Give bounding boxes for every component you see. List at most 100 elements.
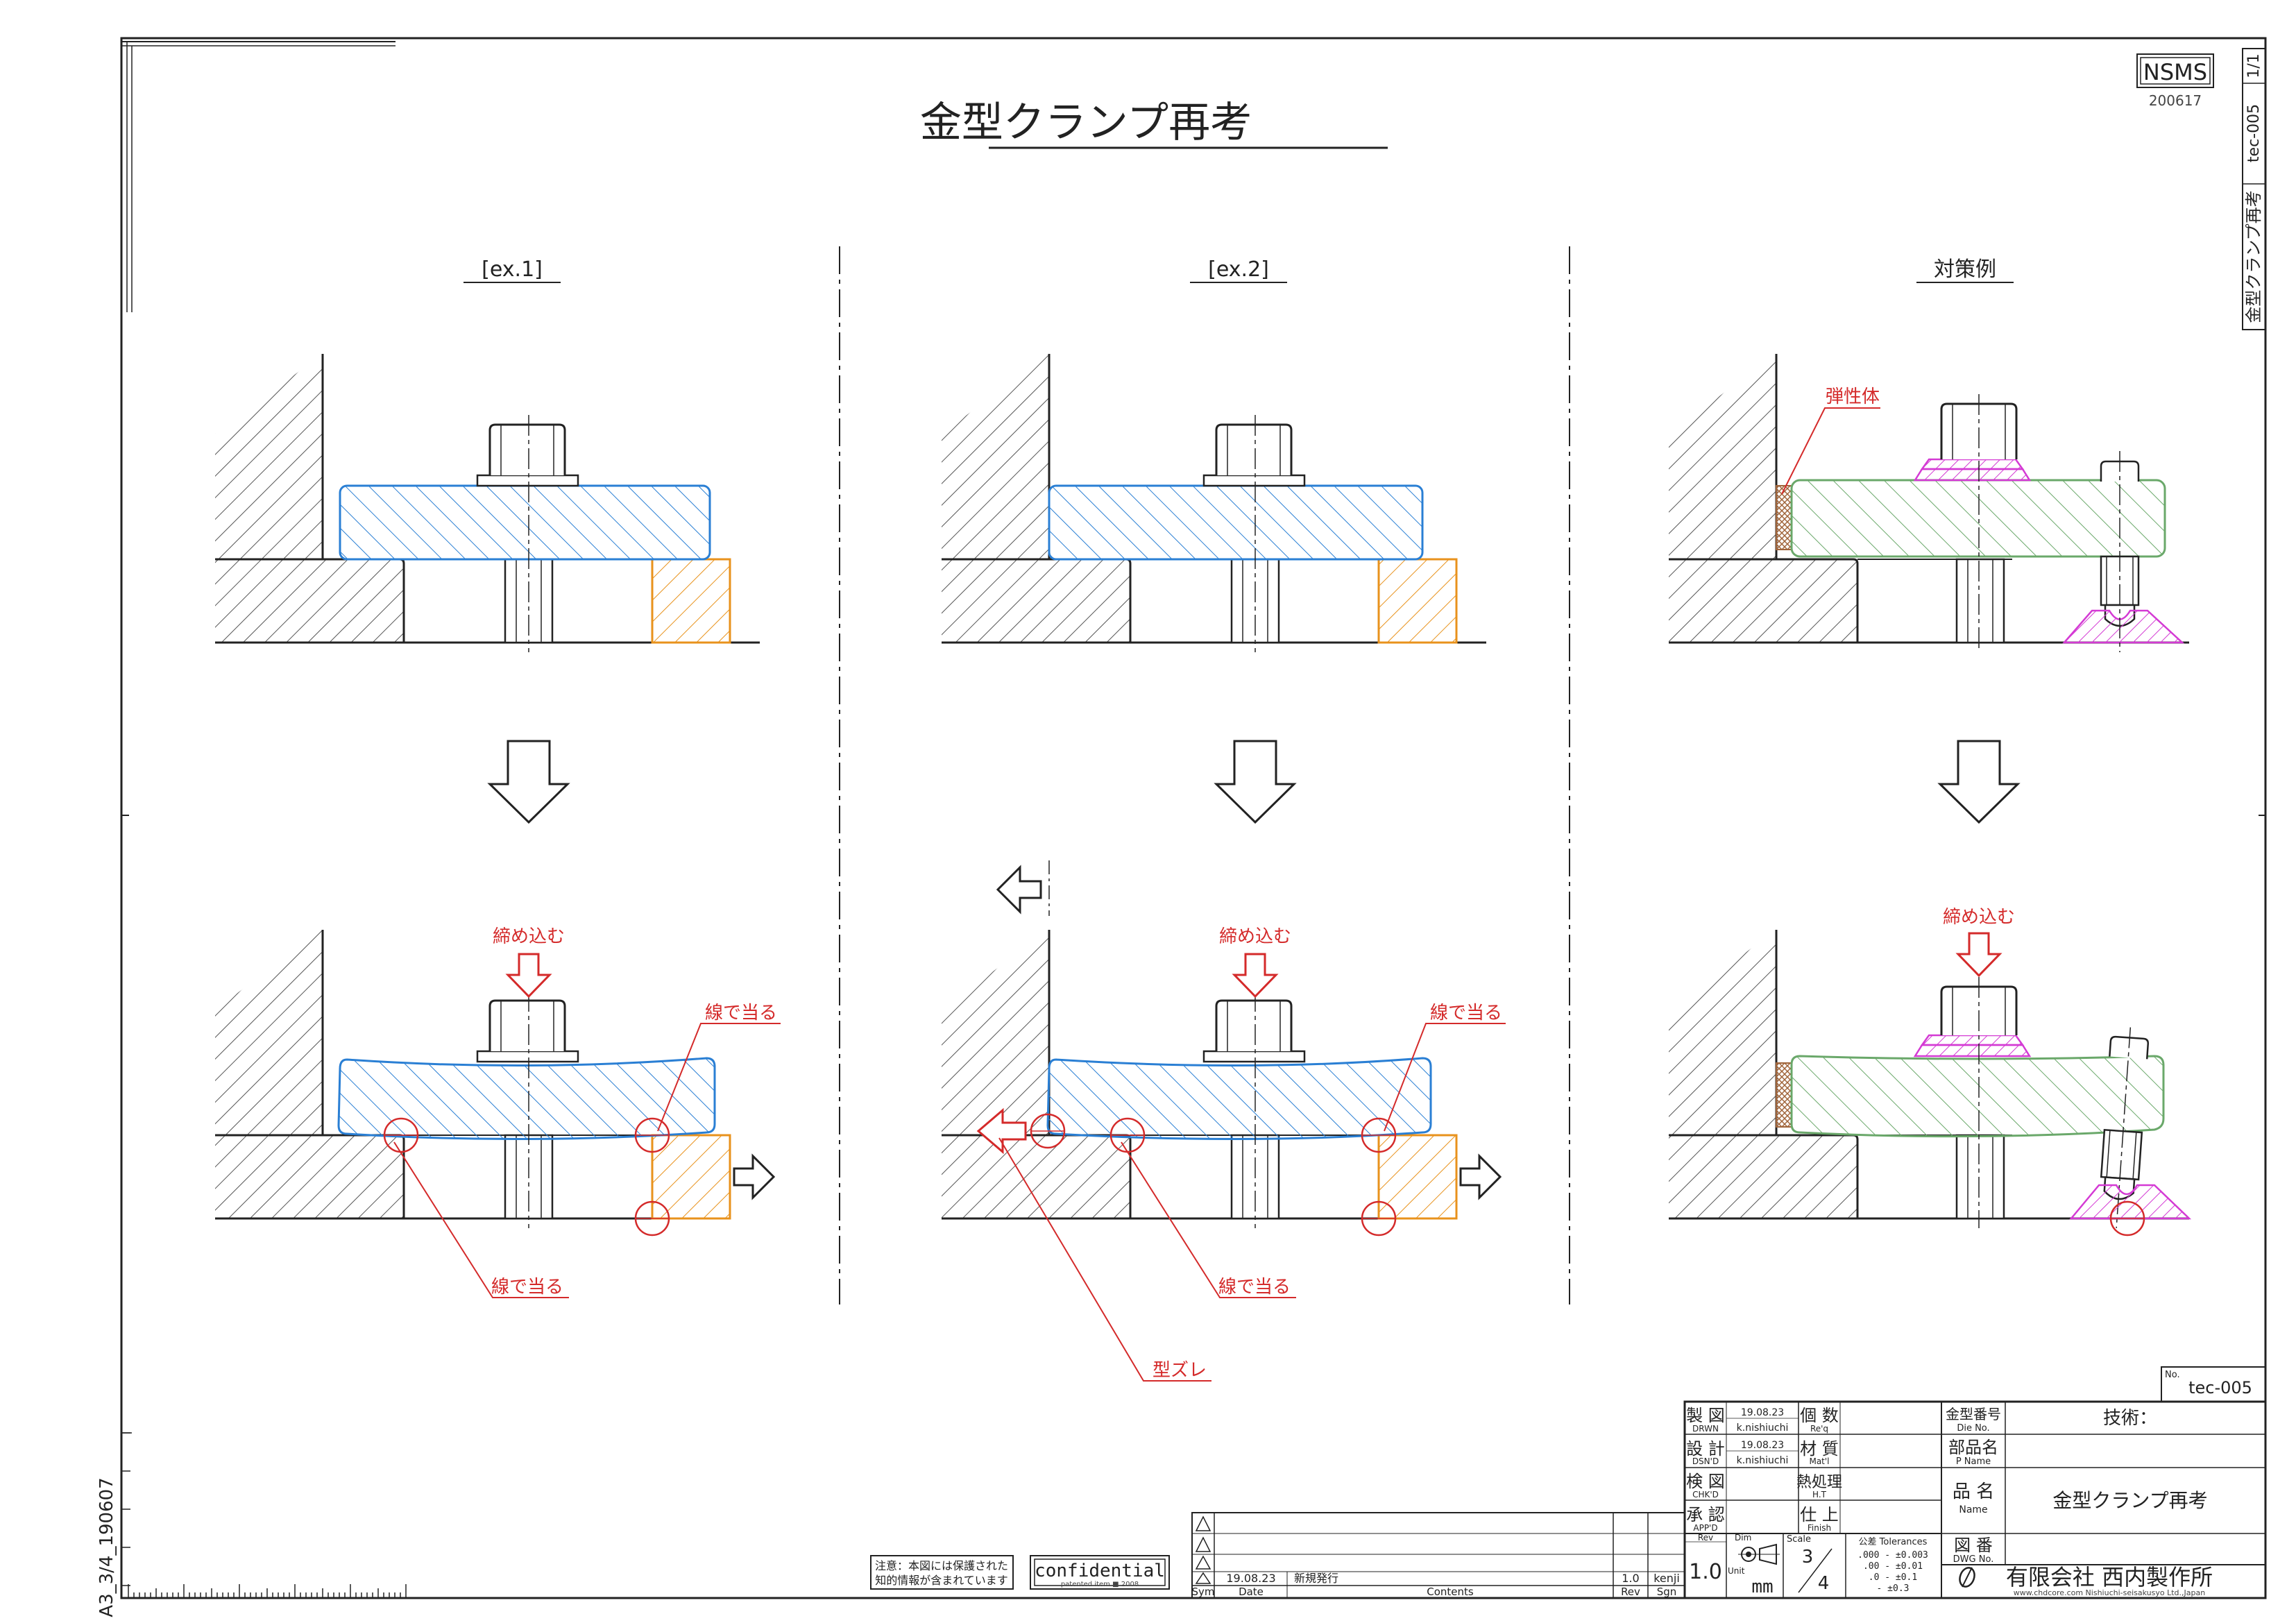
die-no-value: 技術： <box>2103 1408 2157 1429</box>
elastic-label: 弾性体 <box>1826 386 1880 407</box>
tolerance-row: .0 - ±0.1 <box>1869 1572 1917 1583</box>
revision-block: 19.08.23 新規発行 1.0 kenji Sym Date Content… <box>1191 1512 1685 1599</box>
company-url: www.chdcore.com Nishiuchi-seisakusyo Ltd… <box>2014 1588 2205 1597</box>
design-label: 設 計 <box>1686 1439 1725 1459</box>
counter-after: 締め込む <box>1669 907 2192 1237</box>
check-en: CHK'D <box>1692 1490 1719 1499</box>
line-contact-bottom: 線で当る <box>1218 1277 1291 1298</box>
shift-label: 型ズレ <box>1153 1360 1207 1381</box>
main-title-group: 金型クランプ再考 <box>920 99 1388 149</box>
approve-en: APP'D <box>1693 1523 1717 1533</box>
tighten-arrow-icon <box>1232 953 1279 999</box>
panel-ex1: [ex.1] <box>215 257 781 1298</box>
tighten-label: 締め込む <box>1943 907 2015 928</box>
down-arrow-icon <box>1937 740 2021 824</box>
heat-en: H.T <box>1812 1490 1827 1499</box>
panel-label: [ex.1] <box>482 257 543 282</box>
confidential-stamp: confidential patented item ■ 2008 <box>1030 1555 1170 1590</box>
side-label-column: 1/1 tec-005 金型クランプ再考 <box>2242 48 2266 330</box>
die-no-en: Die No. <box>1957 1423 1989 1434</box>
side-title: 金型クランプ再考 <box>2244 190 2263 323</box>
projection-symbol-icon <box>1738 1543 1780 1565</box>
qty-en: Re'q <box>1810 1424 1828 1434</box>
line-contact-top: 線で当る <box>1430 1003 1502 1023</box>
finish-label: 仕 上 <box>1800 1505 1839 1524</box>
unit-value: mm <box>1751 1577 1773 1597</box>
tighten-arrow-icon <box>505 953 552 999</box>
revision-header-sign: Sgn <box>1657 1586 1677 1598</box>
counter-before: 弾性体 <box>1669 354 2189 652</box>
design-date: 19.08.23 <box>1741 1440 1784 1451</box>
name-en: Name <box>1959 1504 1987 1515</box>
drawn-date: 19.08.23 <box>1741 1407 1784 1418</box>
dwg-no-label: 図 番 <box>1954 1536 1993 1555</box>
revision-content: 新規発行 <box>1294 1572 1338 1585</box>
tolerance-row: .00 - ±0.01 <box>1863 1561 1923 1572</box>
no-label: No. <box>2165 1370 2180 1380</box>
company-logo-icon <box>1959 1567 1975 1588</box>
line-contact-top: 線で当る <box>705 1003 777 1023</box>
scale-label: Scale <box>1787 1534 1811 1545</box>
rev-value: 1.0 <box>1689 1560 1722 1584</box>
check-label: 検 図 <box>1686 1472 1725 1491</box>
name-value: 金型クランプ再考 <box>2052 1489 2207 1512</box>
tighten-label: 締め込む <box>1219 926 1291 947</box>
confidential-sub: patented item ■ 2008 <box>1061 1581 1139 1588</box>
rev-label: Rev <box>1698 1533 1713 1543</box>
ex2-before <box>942 354 1486 652</box>
tighten-arrow-icon <box>1955 932 2002 978</box>
ex1-before <box>215 354 760 652</box>
die-no-label: 金型番号 <box>1946 1406 2001 1422</box>
tighten-label: 締め込む <box>493 926 565 947</box>
finish-en: Finish <box>1808 1523 1831 1533</box>
confidential-text: confidential <box>1035 1561 1165 1581</box>
drawn-name: k.nishiuchi <box>1737 1422 1789 1434</box>
panel-label: [ex.2] <box>1208 257 1269 282</box>
bottom-ruler <box>121 1432 407 1598</box>
heat-label: 熱処理 <box>1796 1474 1842 1491</box>
push-right-arrow-icon <box>733 1153 776 1200</box>
nsms-stamp: NSMS 200617 <box>2136 53 2214 109</box>
nsms-logo: NSMS <box>2143 59 2207 85</box>
dwg-no-en: DWG No. <box>1953 1554 1994 1565</box>
revision-sign: kenji <box>1653 1572 1680 1585</box>
material-en: Mat'l <box>1809 1456 1829 1466</box>
name-label: 品 名 <box>1953 1481 1994 1502</box>
panel-ex2: [ex.2] <box>942 257 1506 1382</box>
revision-header-date: Date <box>1239 1586 1264 1598</box>
scale-num: 3 <box>1802 1547 1814 1567</box>
material-label: 材 質 <box>1800 1439 1839 1459</box>
approve-label: 承 認 <box>1686 1505 1725 1524</box>
drawn-en: DRWN <box>1692 1424 1719 1434</box>
tolerance-label: 公差 Tolerances <box>1859 1537 1928 1547</box>
design-name: k.nishiuchi <box>1737 1455 1789 1466</box>
design-en: DSN'D <box>1692 1456 1719 1466</box>
side-doc-no: tec-005 <box>2245 104 2263 162</box>
dim-label: Dim <box>1735 1533 1751 1543</box>
side-page: 1/1 <box>2245 53 2263 78</box>
part-name-label: 部品名 <box>1948 1438 1998 1457</box>
title-block: No. tec-005 製 図 DRWN 19.08.23 k.nishiuch… <box>1683 1366 2267 1599</box>
push-right-arrow-icon <box>1459 1153 1502 1200</box>
frame-code: A3_3/4_190607 <box>96 1477 117 1617</box>
revision-date: 19.08.23 <box>1226 1572 1275 1585</box>
revision-header-rev: Rev <box>1621 1586 1640 1598</box>
tolerance-row: .000 - ±0.003 <box>1857 1550 1928 1561</box>
main-title: 金型クランプ再考 <box>920 99 1252 147</box>
scale-den: 4 <box>1818 1573 1830 1594</box>
part-name-en: P Name <box>1956 1456 1991 1467</box>
down-arrow-icon <box>1214 740 1297 824</box>
unit-label: Unit <box>1728 1566 1745 1576</box>
drawn-label: 製 図 <box>1686 1406 1725 1425</box>
company-name: 有限会社 西内製作所 <box>2006 1564 2213 1590</box>
notice-line1: 注意：本図には保護された <box>875 1559 1008 1572</box>
shift-left-arrow-icon <box>996 865 1042 915</box>
revision-header-contents: Contents <box>1427 1586 1474 1598</box>
stamp-date: 200617 <box>2149 92 2202 109</box>
notice-box: 注意：本図には保護された 知的情報が含まれています <box>870 1555 1014 1590</box>
ex1-after: 締め込む 線で当る 線で当る <box>215 926 781 1298</box>
line-contact-bottom: 線で当る <box>491 1277 563 1298</box>
no-value: tec-005 <box>2188 1378 2252 1397</box>
panel-countermeasure: 対策例 <box>1669 257 2192 1237</box>
